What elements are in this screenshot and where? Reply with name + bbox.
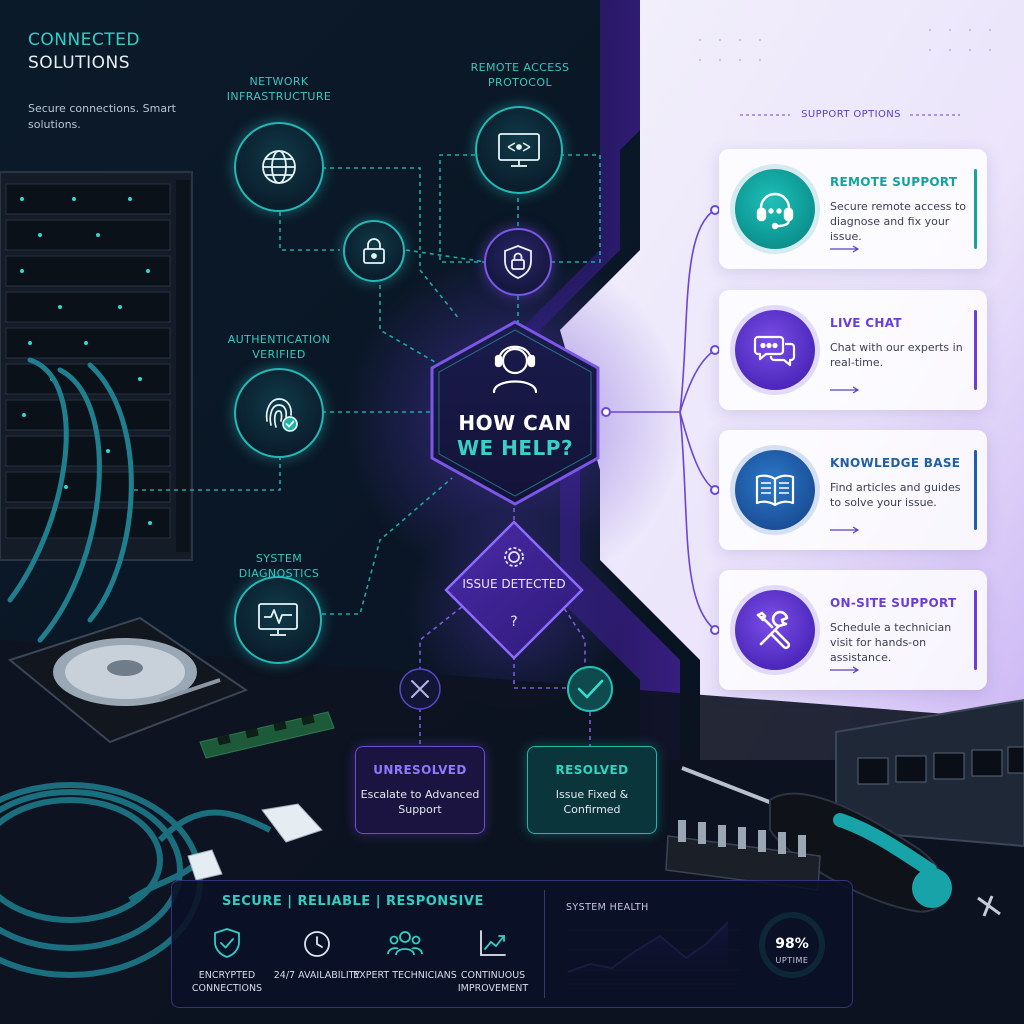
support-card-title: On-Site Support <box>830 596 957 610</box>
monitor-heartbeat-icon <box>258 603 298 636</box>
gear-icon <box>504 547 524 567</box>
issue-decision-diamond <box>444 520 584 660</box>
headset-icon <box>735 169 815 249</box>
tools-icon <box>735 590 815 670</box>
security-lock-node <box>343 220 405 282</box>
rj45-connector-illustration <box>187 803 323 881</box>
support-card-title: Knowledge Base <box>830 456 961 470</box>
issue-detected-label: Issue Detected <box>462 577 566 591</box>
feature-label: 24/7 Availability <box>273 970 361 981</box>
brand-line-1: CONNECTED <box>28 30 141 50</box>
support-card-title: Remote Support <box>830 175 958 189</box>
support-card-description: Chat with our experts in real-time. <box>830 341 963 369</box>
unresolved-title: Unresolved <box>373 763 467 777</box>
arrow-right-icon[interactable] <box>830 386 860 394</box>
help-hexagon <box>430 320 600 506</box>
support-connectors <box>606 209 716 631</box>
uptime-label: UPTIME <box>775 956 809 965</box>
checkmark-icon <box>567 666 613 712</box>
screw-illustration <box>977 895 1001 917</box>
support-card-remote[interactable]: Remote Support Secure remote access to d… <box>719 149 987 269</box>
resolved-outcome-box: Resolved Issue Fixed & Confirmed <box>527 746 657 834</box>
help-heading-line-2: WE HELP? <box>456 436 574 460</box>
support-card-knowledge-base[interactable]: Knowledge Base Find articles and guides … <box>719 430 987 550</box>
clock-icon <box>304 931 330 957</box>
growth-chart-icon <box>480 930 506 956</box>
shield-check-icon <box>214 928 240 958</box>
remote-access-protocol-label: Remote Access Protocol <box>470 61 570 89</box>
uptime-value: 98% <box>775 936 809 952</box>
close-icon <box>399 668 441 710</box>
team-icon <box>387 931 423 956</box>
footer-panel <box>171 880 853 1008</box>
remote-monitor-icon <box>498 133 540 167</box>
decision-connectors <box>419 500 591 746</box>
footer-divider <box>544 890 545 998</box>
support-card-title: Live Chat <box>830 316 902 330</box>
server-rack-illustration <box>0 171 193 643</box>
help-heading-line-1: HOW CAN <box>458 411 572 435</box>
resolved-title: Resolved <box>555 763 629 777</box>
resolved-description: Issue Fixed & Confirmed <box>555 788 629 816</box>
authentication-node <box>234 368 324 458</box>
accent-bar <box>974 450 977 530</box>
brand-line-2: SOLUTIONS <box>28 53 131 73</box>
accent-bar <box>974 310 977 390</box>
support-card-on-site[interactable]: On-Site Support Schedule a technician vi… <box>719 570 987 690</box>
network-infrastructure-node <box>234 122 324 212</box>
secure-shield-node <box>484 228 552 296</box>
question-mark: ? <box>510 614 518 630</box>
open-book-icon <box>735 450 815 530</box>
chat-bubbles-icon <box>735 310 815 390</box>
unresolved-outcome-box: Unresolved Escalate to Advanced Support <box>355 746 485 834</box>
support-card-description: Find articles and guides to solve your i… <box>830 481 961 509</box>
authentication-verified-label: Authentication Verified <box>227 333 331 361</box>
ram-module-illustration <box>199 711 335 759</box>
accent-bar <box>974 590 977 670</box>
hard-drive-illustration <box>7 616 249 744</box>
support-card-description: Schedule a technician visit for hands-on… <box>830 621 952 664</box>
feature-label: Encrypted Connections <box>191 970 263 994</box>
brand-values: SECURE | RELIABLE | RESPONSIVE <box>222 894 484 909</box>
brand-tagline: Secure connections. Smart solutions. <box>28 102 176 131</box>
feature-experts: Expert Technicians <box>350 927 460 982</box>
support-card-description: Secure remote access to diagnose and fix… <box>830 200 966 243</box>
support-card-live-chat[interactable]: Live Chat Chat with our experts in real-… <box>719 290 987 410</box>
arrow-right-icon[interactable] <box>830 526 860 534</box>
network-infrastructure-label: Network Infrastructure <box>226 75 332 103</box>
arrow-right-icon[interactable] <box>830 245 860 253</box>
unresolved-description: Escalate to Advanced Support <box>360 788 480 816</box>
remote-access-node <box>475 106 563 194</box>
network-switch-illustration <box>835 698 1024 848</box>
arrow-right-icon[interactable] <box>830 666 860 674</box>
fingerprint-icon <box>265 398 298 432</box>
feature-availability: 24/7 Availability <box>262 927 372 982</box>
feature-improvement: Continuous Improvement <box>438 927 548 995</box>
feature-label: Expert Technicians <box>353 970 457 981</box>
shield-lock-icon <box>504 245 532 279</box>
system-diagnostics-label: System Diagnostics <box>238 552 320 580</box>
support-options-title: Support Options <box>801 109 901 120</box>
accent-bar <box>974 169 977 249</box>
support-agent-icon <box>492 345 538 394</box>
flow-connectors <box>130 154 601 615</box>
system-diagnostics-node <box>234 576 322 664</box>
feature-encrypted: Encrypted Connections <box>172 927 282 995</box>
globe-icon <box>262 150 296 184</box>
feature-label: Continuous Improvement <box>457 970 529 994</box>
lock-icon <box>363 238 385 264</box>
system-health-label: System Health <box>566 902 649 913</box>
